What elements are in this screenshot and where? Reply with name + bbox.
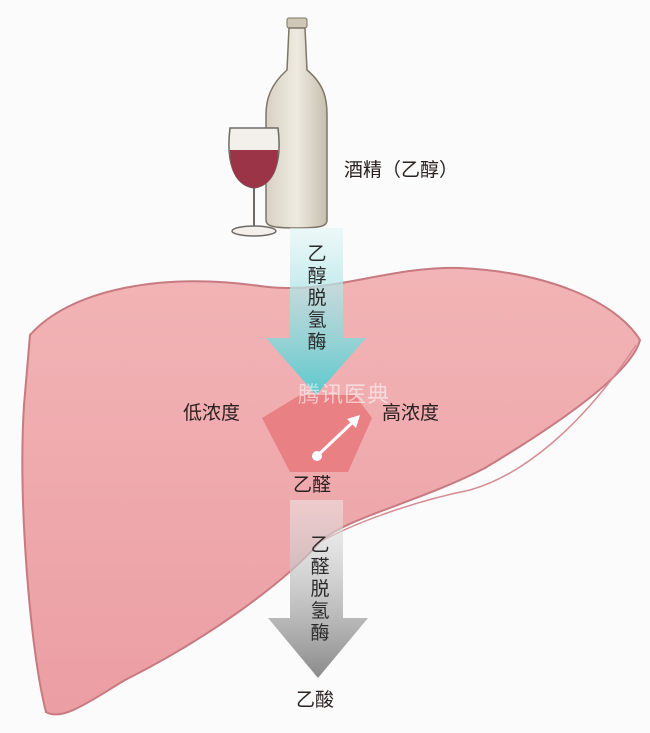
label-alcohol: 酒精（乙醇）	[344, 159, 459, 181]
watermark: 腾讯医典	[298, 383, 391, 408]
label-enzyme-2: 乙醛脱氢酶	[310, 534, 330, 644]
label-low-concentration: 低浓度	[183, 402, 241, 424]
gauge-icon	[262, 395, 372, 472]
arrow-enzyme-1	[266, 228, 366, 395]
label-acetaldehyde: 乙醛	[293, 474, 332, 496]
wine-bottle-icon	[265, 17, 328, 229]
liver-lobe-line	[319, 344, 637, 543]
wine-glass-icon	[228, 127, 280, 237]
label-acetic-acid: 乙酸	[296, 689, 335, 711]
label-enzyme-1: 乙醇脱氢酶	[307, 243, 327, 353]
label-high-concentration: 高浓度	[382, 402, 440, 424]
arrow-enzyme-2	[268, 500, 368, 678]
